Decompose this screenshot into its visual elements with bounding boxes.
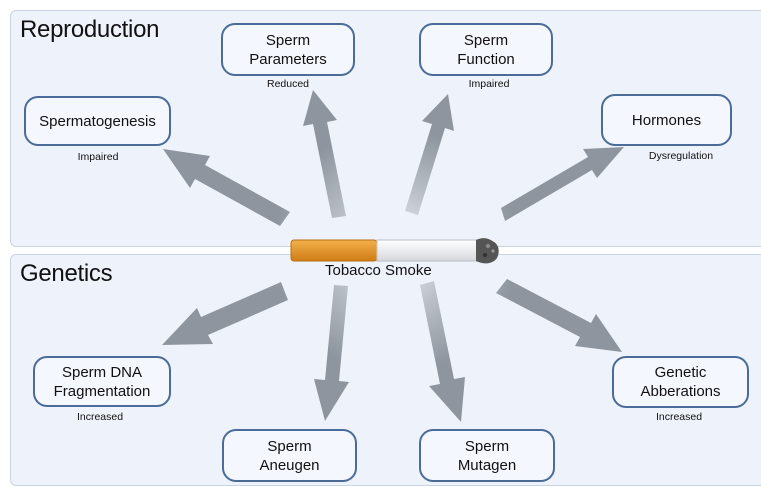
cigarette-icon [290,238,499,264]
node-sperm-parameters-effect: Reduced [266,78,310,90]
arrow-to-hormones [501,147,624,221]
arrow-to-sperm-mutagen [420,281,465,422]
node-hormones-effect: Dysregulation [648,150,714,162]
node-sperm-function-effect: Impaired [468,78,510,90]
node-sperm-dna-fragmentation-line1: Sperm DNA [61,363,143,381]
node-sperm-dna-fragmentation-line2: Fragmentation [53,382,151,400]
arrow-to-sperm-parameters [303,90,346,218]
node-sperm-dna-fragmentation: Sperm DNA Fragmentation [33,356,171,407]
node-sperm-mutagen-line1: Sperm [464,437,510,455]
arrow-to-sperm-aneugen [314,285,349,421]
arrow-to-sperm-dna-fragmentation [162,282,288,345]
node-sperm-function: Sperm Function [419,23,553,76]
node-sperm-parameters-line2: Parameters [249,50,327,68]
node-genetic-abberations-line2: Abberations [640,383,721,400]
node-sperm-function-line2: Function [457,50,515,68]
node-hormones-label: Hormones [631,111,702,129]
arrow-to-genetic-abberations [496,279,622,352]
node-genetic-abberations-effect: Increased [655,411,703,423]
node-spermatogenesis-effect: Impaired [77,151,119,163]
node-sperm-aneugen: Sperm Aneugen [222,429,357,482]
node-sperm-dna-fragmentation-effect: Increased [76,411,124,423]
node-sperm-aneugen-line2: Aneugen [259,456,320,474]
node-sperm-parameters-line1: Sperm [265,31,311,49]
node-sperm-function-line1: Sperm [463,31,509,49]
arrow-to-sperm-function [405,94,454,215]
center-label-tobacco-smoke: Tobacco Smoke [325,262,432,279]
node-sperm-aneugen-line1: Sperm [267,437,312,455]
arrow-to-spermatogenesis [163,149,290,226]
genetics-title: Genetics [20,260,113,287]
node-spermatogenesis: Spermatogenesis [24,96,171,146]
node-sperm-mutagen-line2: Mutagen [457,456,517,474]
node-spermatogenesis-label: Spermatogenesis [39,112,156,130]
node-hormones: Hormones [601,94,732,146]
node-sperm-parameters: Sperm Parameters [221,23,355,76]
node-genetic-abberations: Genetic Abberations [612,356,749,408]
node-sperm-mutagen: Sperm Mutagen [419,429,555,482]
reproduction-title: Reproduction [20,16,160,43]
node-genetic-abberations-line1: Genetic [654,364,707,381]
